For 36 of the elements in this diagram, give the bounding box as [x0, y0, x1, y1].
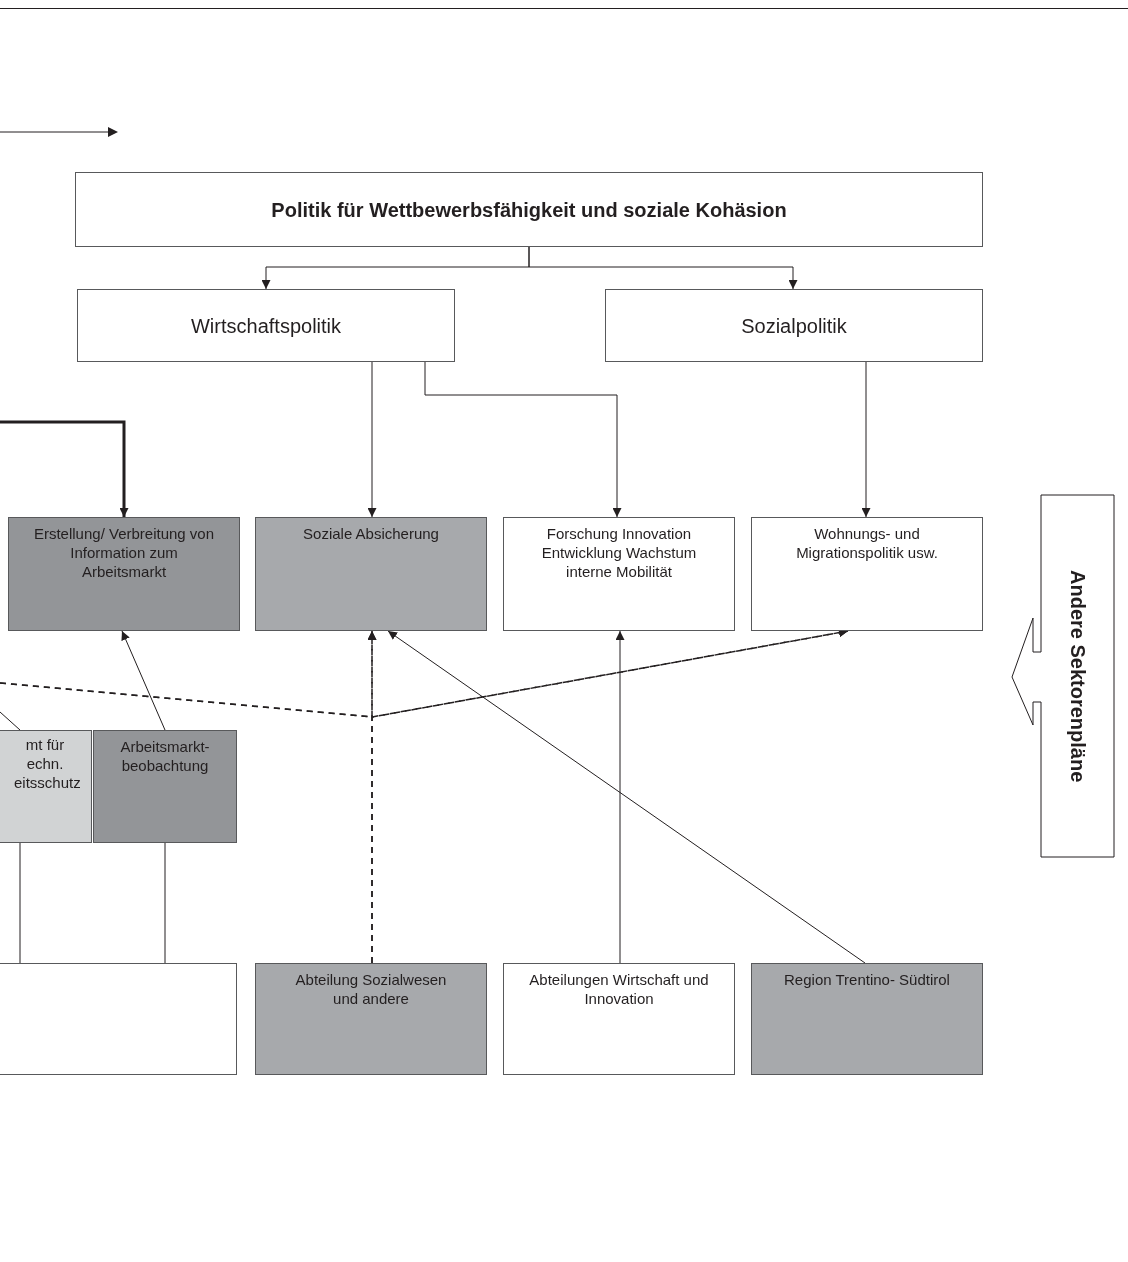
empty-box [0, 963, 237, 1075]
process-box [75, 172, 983, 247]
arrow [121, 630, 166, 731]
connector-line [19, 842, 21, 964]
arrow [424, 361, 622, 518]
box-label: Erstellung/ Verbreitung von Information zum Arbeitsmarkt [32, 524, 216, 581]
box-label: Soziale Absicherung [303, 524, 439, 543]
box-label: Wirtschaftspolitik [191, 313, 341, 339]
process-box [503, 963, 735, 1075]
process-box [751, 963, 983, 1075]
process-box [93, 730, 237, 843]
process-box [605, 289, 983, 362]
process-box [0, 730, 92, 843]
connector-line [164, 842, 166, 964]
box-label: Region Trentino- Südtirol [784, 970, 950, 989]
arrow [528, 246, 798, 290]
process-box [503, 517, 735, 631]
process-box [8, 517, 240, 631]
connector-line [0, 711, 21, 731]
box-label: Abteilungen Wirtschaft und Innovation [529, 970, 709, 1008]
arrow [615, 630, 625, 964]
arrow [0, 420, 129, 517]
box-label: Arbeitsmarkt- beobachtung [119, 737, 211, 775]
box-label: Abteilung Sozialwesen und andere [294, 970, 448, 1008]
arrow [861, 361, 871, 518]
box-label: Wohnungs- und Migrationspolitik usw. [795, 524, 939, 562]
process-box [751, 517, 983, 631]
vertical-label: Andere Sektorenpläne [1065, 569, 1090, 783]
process-box [255, 963, 487, 1075]
process-box [255, 517, 487, 631]
side-arrow-box [1010, 494, 1116, 858]
box-label: Sozialpolitik [741, 313, 847, 339]
box-label: Forschung Innovation Entwicklung Wachstum interne Mobilität [540, 524, 698, 581]
arrow [367, 361, 377, 518]
box-label: Politik für Wettbewerbsfähigkeit und soziale Kohäsion [271, 197, 787, 223]
process-box [77, 289, 455, 362]
